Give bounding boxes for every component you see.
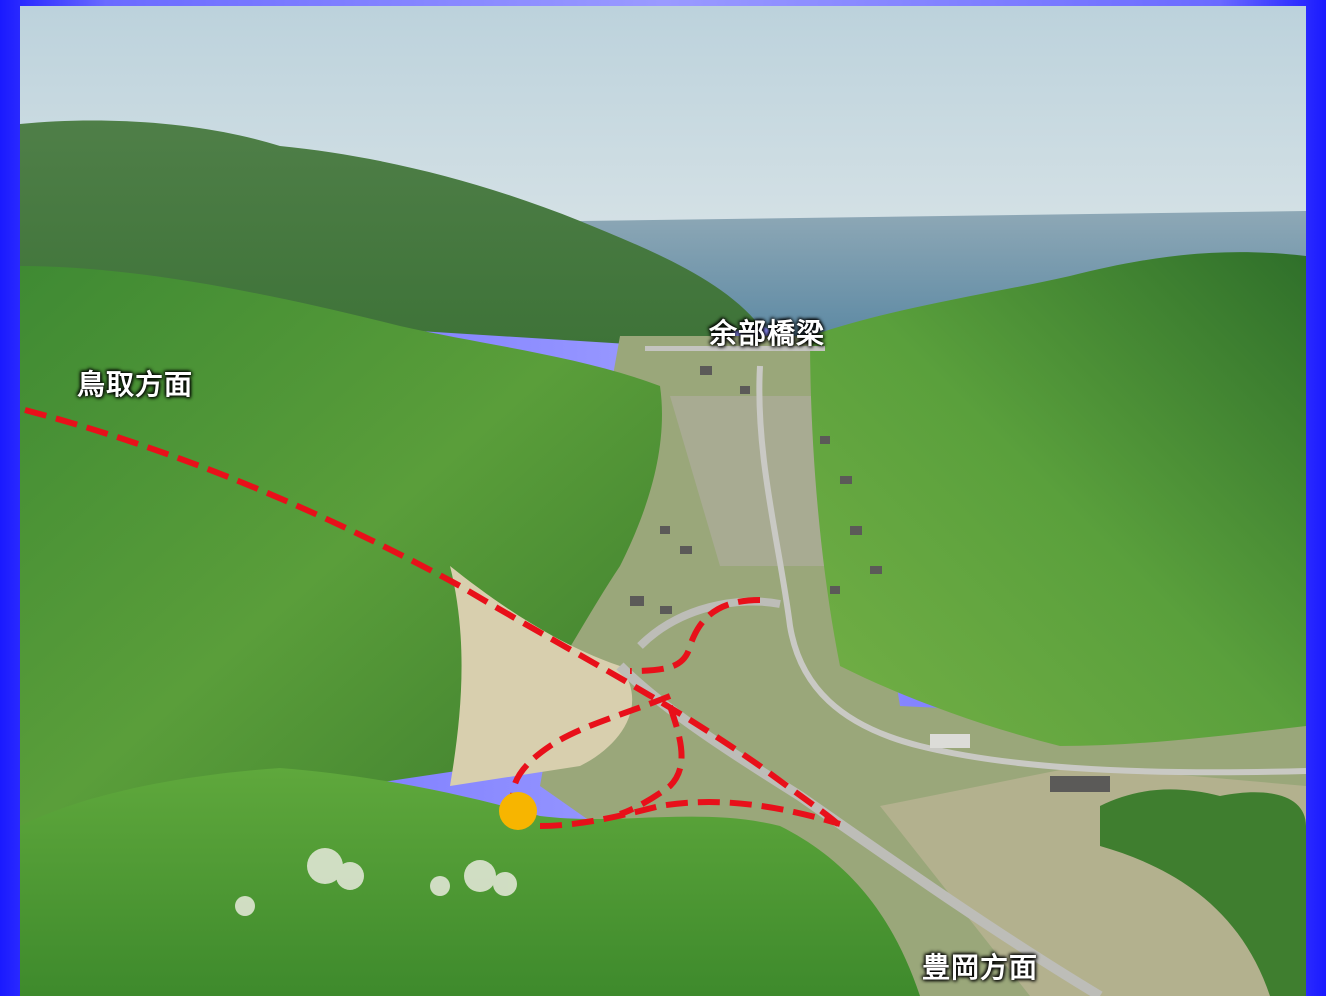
construction-site bbox=[450, 566, 633, 786]
blossom-trees bbox=[235, 848, 517, 916]
route-main bbox=[24, 407, 843, 829]
aerial-photo: 鳥取方面 余部橋梁 豊岡方面 bbox=[20, 6, 1306, 996]
amarube-bridge bbox=[645, 346, 825, 351]
ramp bbox=[637, 597, 781, 649]
route-loop-bottom bbox=[539, 799, 841, 829]
label-toyooka-direction: 豊岡方面 bbox=[922, 951, 1039, 984]
route-loop-lower bbox=[510, 693, 672, 807]
right-lower-trees bbox=[1100, 789, 1306, 996]
junction-marker bbox=[499, 792, 537, 830]
main-road bbox=[756, 365, 1306, 776]
planned-route bbox=[24, 407, 843, 829]
label-tottori-direction: 鳥取方面 bbox=[77, 368, 194, 401]
right-mountain bbox=[810, 252, 1306, 746]
route-loop-right bbox=[619, 705, 685, 817]
label-amarube-bridge: 余部橋梁 bbox=[709, 317, 826, 350]
route-loop-upper bbox=[629, 597, 761, 674]
rice-fields bbox=[670, 396, 840, 566]
